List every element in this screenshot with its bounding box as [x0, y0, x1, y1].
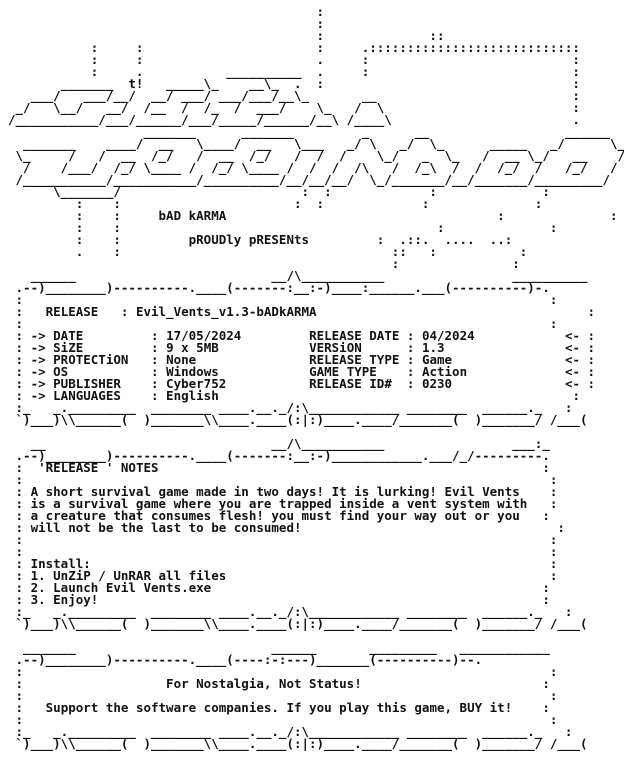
- field-value: None: [166, 352, 197, 367]
- field-value: Action: [421, 364, 468, 379]
- release-value: Evil_Vents_v1.3-bADkARMA: [135, 304, 317, 319]
- field-value: 1.3: [421, 340, 445, 355]
- presents-tagline: pROUDly pRESENts: [188, 232, 310, 247]
- release-label: RELEASE: [45, 304, 99, 319]
- install-heading: Install:: [30, 556, 91, 571]
- description-line: a creature that consumes flesh! you must…: [30, 508, 520, 523]
- field-label: PUBLISHER: [53, 376, 121, 391]
- field-value: English: [166, 388, 219, 403]
- field-label: VERSiON: [309, 340, 362, 355]
- field-label: PROTECTiON: [53, 352, 129, 367]
- install-step: 2. Launch Evil Vents.exe: [30, 580, 212, 595]
- field-value: Cyber752: [166, 376, 227, 391]
- release-box-bottom-border: :_ _._________ ________ ____.__._/:\____…: [15, 400, 588, 427]
- field-label: RELEASE ID#: [309, 376, 392, 391]
- notes-box-top-border: __ __/\___________ ___:_ .--)________)--…: [15, 436, 550, 475]
- field-value: 0230: [421, 376, 453, 391]
- field-label: DATE: [53, 328, 84, 343]
- field-label: LANGUAGES: [53, 388, 121, 403]
- description-line: will not be the last to be consumed!: [30, 520, 302, 535]
- field-value: Windows: [166, 364, 219, 379]
- field-value: 9 x 5MB: [166, 340, 219, 355]
- field-value: 17/05/2024: [166, 328, 242, 343]
- notes-box-bottom-border: :_ _._________ ________ ____.__._/:\____…: [15, 604, 588, 631]
- description-line: A short survival game made in two days! …: [30, 484, 520, 499]
- field-label: SiZE: [53, 340, 84, 355]
- support-notice: Support the software companies. If you p…: [45, 700, 513, 715]
- footer-box-bottom-border: :_ _._________ ________ ____.__._/:\____…: [15, 724, 588, 751]
- logo-art: : : : :: : : : .::::::::::::::::::::::::…: [8, 4, 624, 211]
- field-label: OS: [53, 364, 69, 379]
- release-box-top-border: ______ __/\___________ __________ .--)__…: [15, 268, 588, 307]
- description-line: is a survival game where you are trapped…: [30, 496, 528, 511]
- field-value: 04/2024: [421, 328, 475, 343]
- notes-heading: 'RELEASE ' NOTES: [38, 460, 159, 475]
- field-value: Game: [421, 352, 453, 367]
- field-label: GAME TYPE: [309, 364, 377, 379]
- install-step: 1. UnZiP / UnRAR all files: [30, 568, 227, 583]
- nfo-text: : : : :: : : : .::::::::::::::::::::::::…: [8, 4, 624, 751]
- footer-box-top-border: _______ ______ _________ ____________ .-…: [15, 640, 558, 679]
- motto: For Nostalgia, Not Status!: [166, 676, 362, 691]
- group-tagline: bAD kARMA: [158, 208, 227, 223]
- install-step: 3. Enjoy!: [30, 592, 99, 607]
- field-label: RELEASE TYPE: [309, 352, 400, 367]
- field-label: RELEASE DATE: [309, 328, 400, 343]
